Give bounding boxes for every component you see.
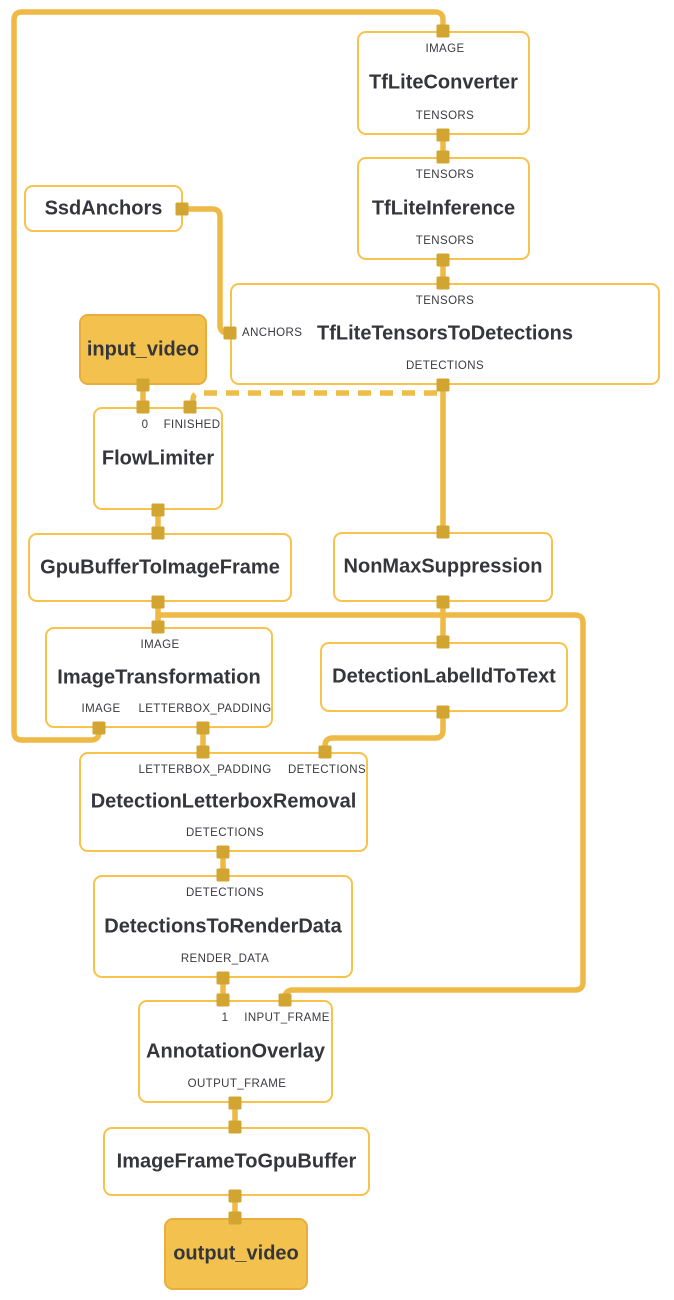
node-image-frame-to-gpu-buffer[interactable]: ImageFrameToGpuBuffer bbox=[103, 1127, 370, 1196]
port-label-render-data-output: RENDER_DATA bbox=[180, 953, 270, 965]
node-title-non-max-suppression: NonMaxSuppression bbox=[343, 555, 543, 578]
node-title-detection-letterbox-removal: DetectionLetterboxRemoval bbox=[90, 790, 357, 813]
node-title-detections-to-render-data: DetectionsToRenderData bbox=[104, 915, 342, 937]
node-title-annotation-overlay: AnnotationOverlay bbox=[146, 1040, 325, 1062]
node-title-ssd-anchors: SsdAnchors bbox=[44, 197, 163, 219]
node-title-tflite-inference: TfLiteInference bbox=[371, 197, 516, 219]
port-label-image-input: IMAGE bbox=[425, 43, 465, 55]
edge-detections-to-finished-backedge bbox=[190, 390, 437, 404]
port-label-tensors-input: TENSORS bbox=[415, 295, 475, 307]
node-image-transformation[interactable]: IMAGE ImageTransformation IMAGE LETTERBO… bbox=[45, 627, 273, 728]
port-label-tensors-input: TENSORS bbox=[415, 169, 475, 181]
port-label-detections-output: DETECTIONS bbox=[185, 827, 265, 839]
port-label-detections-input: DETECTIONS bbox=[185, 887, 265, 899]
node-title-image-transformation: ImageTransformation bbox=[57, 666, 261, 688]
node-input-video[interactable]: input_video bbox=[79, 314, 207, 385]
node-tflite-inference[interactable]: TENSORS TfLiteInference TENSORS bbox=[357, 157, 530, 260]
port-label-letterbox-padding-output: LETTERBOX_PADDING bbox=[138, 703, 272, 715]
port-label-detections-output: DETECTIONS bbox=[405, 360, 485, 372]
port-label-0-input: 0 bbox=[141, 419, 149, 431]
node-detection-label-id-to-text[interactable]: DetectionLabelIdToText bbox=[320, 642, 568, 712]
port-label-tensors-output: TENSORS bbox=[415, 235, 475, 247]
node-flow-limiter[interactable]: 0 FINISHED FlowLimiter bbox=[93, 407, 223, 510]
node-title-tflite-converter: TfLiteConverter bbox=[369, 71, 518, 94]
node-ssd-anchors[interactable]: SsdAnchors bbox=[24, 185, 183, 232]
node-title-detection-label-id-to-text: DetectionLabelIdToText bbox=[332, 665, 556, 688]
node-title-image-frame-to-gpu-buffer: ImageFrameToGpuBuffer bbox=[116, 1150, 357, 1172]
node-gpu-buffer-to-image-frame[interactable]: GpuBufferToImageFrame bbox=[28, 533, 292, 602]
port-label-tensors-output: TENSORS bbox=[415, 110, 475, 122]
port-label-image-output: IMAGE bbox=[81, 703, 121, 715]
port-label-letterbox-padding-input: LETTERBOX_PADDING bbox=[138, 764, 272, 776]
node-detections-to-render-data[interactable]: DETECTIONS DetectionsToRenderData RENDER… bbox=[93, 875, 353, 978]
node-output-video[interactable]: output_video bbox=[164, 1218, 308, 1290]
node-non-max-suppression[interactable]: NonMaxSuppression bbox=[333, 532, 553, 602]
port-label-detections-input: DETECTIONS bbox=[287, 764, 367, 776]
node-title-flow-limiter: FlowLimiter bbox=[101, 447, 215, 469]
node-title-output-video: output_video bbox=[173, 1242, 299, 1265]
node-title-gpu-buffer-to-image-frame: GpuBufferToImageFrame bbox=[40, 556, 280, 578]
port-label-input-frame-input: INPUT_FRAME bbox=[244, 1012, 330, 1024]
node-tflite-tensors-to-detections[interactable]: TENSORS ANCHORS TfLiteTensorsToDetection… bbox=[230, 283, 660, 385]
edge-label-id-to-text-to-letterbox-removal bbox=[322, 712, 446, 752]
node-title-input-video: input_video bbox=[86, 338, 200, 360]
node-tflite-converter[interactable]: IMAGE TfLiteConverter TENSORS bbox=[357, 31, 530, 135]
node-detection-letterbox-removal[interactable]: LETTERBOX_PADDING DETECTIONS DetectionLe… bbox=[79, 752, 368, 852]
node-title-tflite-tensors-to-detections: TfLiteTensorsToDetections bbox=[317, 322, 573, 345]
port-label-output-frame-output: OUTPUT_FRAME bbox=[187, 1078, 287, 1090]
port-label-1-input: 1 bbox=[221, 1012, 229, 1024]
port-label-image-input: IMAGE bbox=[140, 639, 180, 651]
port-label-finished-input: FINISHED bbox=[163, 419, 221, 431]
node-annotation-overlay[interactable]: 1 INPUT_FRAME AnnotationOverlay OUTPUT_F… bbox=[138, 1000, 333, 1103]
